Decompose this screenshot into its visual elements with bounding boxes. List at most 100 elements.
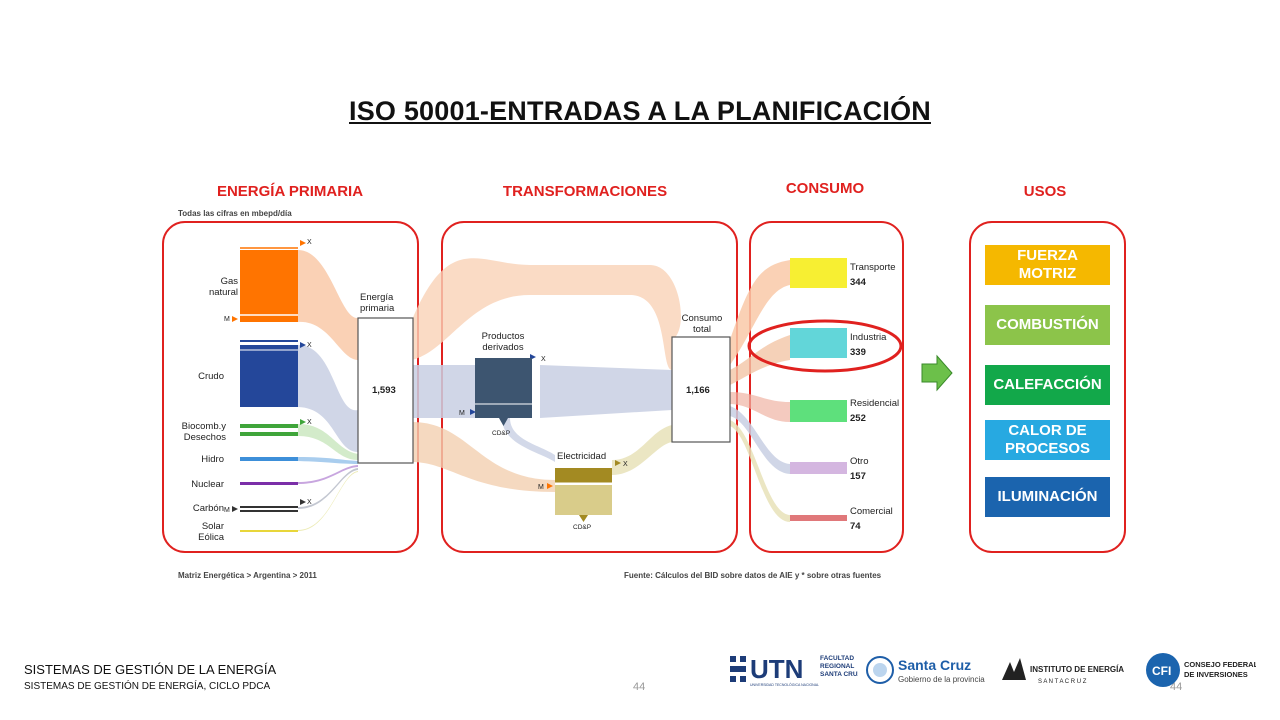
nuclear-bar bbox=[240, 482, 298, 485]
hidro-bar bbox=[240, 457, 298, 461]
derived-to-electricity-flow bbox=[502, 418, 555, 462]
page-number: 44 bbox=[633, 681, 646, 693]
instituto-energia-logo: INSTITUTO DE ENERGÍA S A N T A C R U Z bbox=[1002, 658, 1124, 685]
slide-title: ISO 50001-ENTRADAS A LA PLANIFICACIÓN bbox=[349, 96, 931, 126]
sponsor-logos: UTN FACULTAD REGIONAL SANTA CRUZ UNIVERS… bbox=[728, 650, 1258, 690]
svg-text:INSTITUTO DE ENERGÍA: INSTITUTO DE ENERGÍA bbox=[1030, 665, 1124, 674]
sector-residencial-name: Residencial bbox=[850, 398, 900, 409]
svg-text:CFI: CFI bbox=[1152, 664, 1171, 678]
uses-frame bbox=[969, 221, 1126, 553]
biocomb-bar bbox=[240, 424, 298, 428]
footer-subtitle: SISTEMAS DE GESTIÓN DE ENERGÍA, CICLO PD… bbox=[24, 681, 271, 692]
electricity-label: Electricidad bbox=[557, 451, 607, 462]
primary-to-derived-flow bbox=[412, 365, 475, 418]
svg-text:S A N T A C R U Z: S A N T A C R U Z bbox=[1038, 679, 1087, 685]
svg-text:FACULTAD: FACULTAD bbox=[820, 655, 854, 662]
carbon-flow bbox=[298, 468, 358, 509]
use-combustion: COMBUSTIÓN bbox=[985, 305, 1110, 345]
energy-flow-diagram bbox=[162, 221, 1126, 553]
total-consumption-value: 1,166 bbox=[686, 385, 710, 396]
sector-transporte-value: 344 bbox=[850, 277, 866, 288]
marker-m-carbon: M bbox=[224, 507, 230, 514]
source-solar-label: Solar Eólica bbox=[198, 521, 224, 543]
sector-industria-name: Industria bbox=[850, 332, 887, 343]
units-note: Todas las cifras en mbepd/día bbox=[178, 209, 292, 218]
crudo-flow bbox=[298, 345, 358, 452]
green-arrow-icon bbox=[921, 354, 953, 392]
marker-cdp-derived: CD&P bbox=[492, 430, 511, 437]
marker-x-electricity: X bbox=[623, 461, 628, 468]
sector-otro-value: 157 bbox=[850, 471, 866, 482]
footer-title: SISTEMAS DE GESTIÓN DE LA ENERGÍA bbox=[24, 662, 277, 677]
primary-energy-value: 1,593 bbox=[372, 385, 396, 396]
page-number-right: 44 bbox=[1170, 681, 1183, 693]
source-carbon-label: Carbón bbox=[192, 503, 224, 514]
marker-x-bio: X bbox=[307, 419, 312, 426]
sector-residencial-value: 252 bbox=[850, 413, 866, 424]
industria-highlight bbox=[747, 319, 903, 373]
marker-m-electricity: M bbox=[538, 484, 544, 491]
use-calor-procesos: CALOR DE PROCESOS bbox=[985, 420, 1110, 460]
sector-industria-value: 339 bbox=[850, 347, 866, 358]
source-hidro-label: Hidro bbox=[201, 454, 224, 465]
primary-to-electricity-flow bbox=[412, 422, 555, 492]
derived-products-box bbox=[475, 358, 532, 418]
marker-x-crudo: X bbox=[307, 342, 312, 349]
header-consumption: CONSUMO bbox=[785, 180, 865, 197]
otro-bar bbox=[790, 462, 847, 474]
electricity-to-consumo-flow bbox=[612, 425, 672, 475]
hidro-flow bbox=[298, 457, 358, 464]
marker-cdp-electricity: CD&P bbox=[573, 524, 592, 531]
cfi-logo: CFI CONSEJO FEDERAL DE INVERSIONES bbox=[1146, 653, 1256, 687]
to-residencial-flow bbox=[730, 392, 790, 422]
source-left-note: Matriz Energética > Argentina > 2011 bbox=[178, 571, 317, 580]
carbon-bar bbox=[240, 506, 298, 508]
svg-text:Santa Cruz: Santa Cruz bbox=[898, 657, 971, 673]
svg-text:CONSEJO FEDERAL: CONSEJO FEDERAL bbox=[1184, 660, 1256, 669]
transporte-bar bbox=[790, 258, 847, 288]
use-iluminacion: ILUMINACIÓN bbox=[985, 477, 1110, 517]
use-fuerza-motriz: FUERZA MOTRIZ bbox=[985, 245, 1110, 285]
sector-otro-name: Otro bbox=[850, 456, 869, 467]
marker-x-gas: X bbox=[307, 239, 312, 246]
derived-to-consumo-flow bbox=[540, 365, 672, 418]
marker-x-carbon: X bbox=[307, 499, 312, 506]
svg-text:DE INVERSIONES: DE INVERSIONES bbox=[1184, 670, 1248, 679]
solar-bar bbox=[240, 530, 298, 532]
marker-m-gas: M bbox=[224, 316, 230, 323]
primary-to-consumo-flow bbox=[412, 258, 681, 370]
primary-energy-label: Energía primaria bbox=[360, 292, 395, 314]
marker-x-derived: X bbox=[541, 356, 546, 363]
source-right-note: Fuente: Cálculos del BID sobre datos de … bbox=[624, 571, 882, 580]
marker-m-derived: M bbox=[459, 410, 465, 417]
industria-bar bbox=[790, 328, 847, 358]
svg-text:Gobierno de la provincia: Gobierno de la provincia bbox=[898, 675, 985, 684]
comercial-bar bbox=[790, 515, 847, 521]
nuclear-flow bbox=[298, 465, 358, 484]
residencial-bar bbox=[790, 400, 847, 422]
header-primary: ENERGÍA PRIMARIA bbox=[216, 183, 364, 200]
source-crudo-label: Crudo bbox=[198, 371, 224, 382]
to-otro-flow bbox=[730, 406, 790, 474]
utn-text: UTN bbox=[750, 654, 803, 684]
electricity-box bbox=[555, 468, 612, 483]
source-gas-label: Gas natural bbox=[208, 276, 238, 298]
use-calefaccion: CALEFACCIÓN bbox=[985, 365, 1110, 405]
to-transporte-flow bbox=[730, 260, 790, 365]
derived-products-label: Productos derivados bbox=[481, 331, 525, 353]
bio-flow bbox=[298, 424, 358, 460]
svg-text:SANTA CRUZ: SANTA CRUZ bbox=[820, 671, 858, 678]
svg-text:UNIVERSIDAD TECNOLÓGICA NACION: UNIVERSIDAD TECNOLÓGICA NACIONAL bbox=[750, 682, 819, 687]
sector-comercial-value: 74 bbox=[850, 521, 861, 532]
santa-cruz-logo: Santa Cruz Gobierno de la provincia bbox=[866, 656, 985, 684]
primary-energy-box bbox=[357, 317, 414, 464]
header-transformations: TRANSFORMACIONES bbox=[502, 183, 668, 200]
gas-bar bbox=[240, 250, 298, 322]
source-biocomb-label: Biocomb.y Desechos bbox=[181, 421, 226, 443]
gas-flow bbox=[298, 250, 358, 360]
header-uses: USOS bbox=[1023, 183, 1067, 200]
utn-logo: UTN FACULTAD REGIONAL SANTA CRUZ UNIVERS… bbox=[730, 654, 858, 687]
sector-comercial-name: Comercial bbox=[850, 506, 893, 517]
total-consumption-box bbox=[671, 336, 731, 443]
to-comercial-flow bbox=[730, 420, 790, 522]
